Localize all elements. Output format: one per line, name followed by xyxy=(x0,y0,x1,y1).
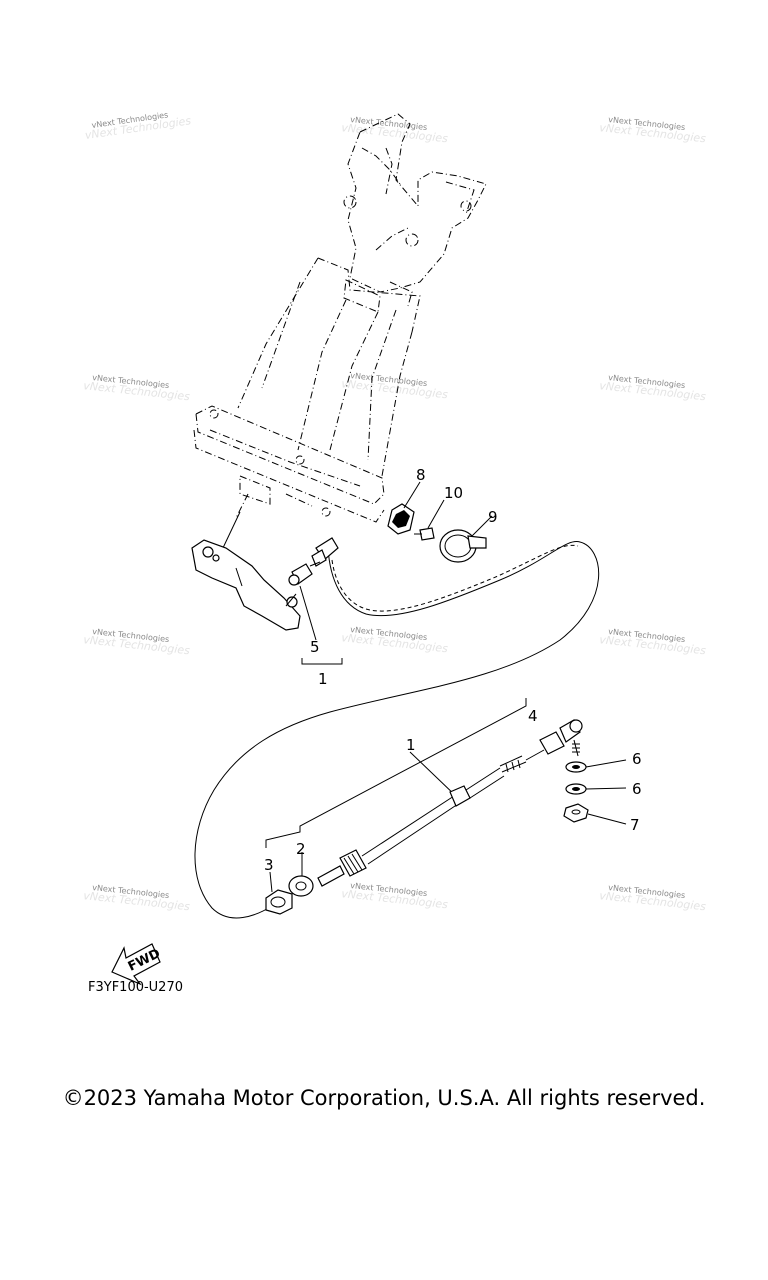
callout-6-lower: 6 xyxy=(632,780,642,798)
callout-4: 4 xyxy=(528,707,538,725)
cable-assembly xyxy=(317,719,583,887)
part-3-nut xyxy=(265,871,293,915)
part-6-washer-upper xyxy=(565,759,627,773)
callout-3: 3 xyxy=(264,856,274,874)
callout-numbers: 8 10 9 5 1 1 4 6 6 7 2 3 xyxy=(264,466,642,874)
callout-9: 9 xyxy=(488,508,498,526)
callout-1-upper: 1 xyxy=(318,670,328,688)
callout-bracket-5 xyxy=(301,658,343,665)
callout-2: 2 xyxy=(296,840,306,858)
callout-6-upper: 6 xyxy=(632,750,642,768)
figure-code: F3YF100-U270 xyxy=(88,980,183,995)
part-2-washer xyxy=(288,852,314,897)
part-7-nut xyxy=(563,803,627,825)
fwd-arrow: FWD xyxy=(111,943,163,986)
cable-end-fitting xyxy=(288,537,339,641)
callout-8: 8 xyxy=(416,466,426,484)
part-10-screw xyxy=(414,499,445,541)
callout-5: 5 xyxy=(310,638,320,656)
part-8-grommet xyxy=(387,481,421,535)
callout-10: 10 xyxy=(444,484,463,502)
phantom-steering-bracket xyxy=(193,113,487,523)
part-9-band xyxy=(439,515,493,563)
part-6-washer-lower xyxy=(565,783,627,795)
callout-7: 7 xyxy=(630,816,640,834)
shift-arm-bracket xyxy=(191,511,301,631)
callout-1-cable: 1 xyxy=(406,736,416,754)
callout-bracket-1 xyxy=(265,698,527,848)
copyright-notice: ©2023 Yamaha Motor Corporation, U.S.A. A… xyxy=(62,1086,706,1110)
shift-cable-path xyxy=(194,541,599,919)
